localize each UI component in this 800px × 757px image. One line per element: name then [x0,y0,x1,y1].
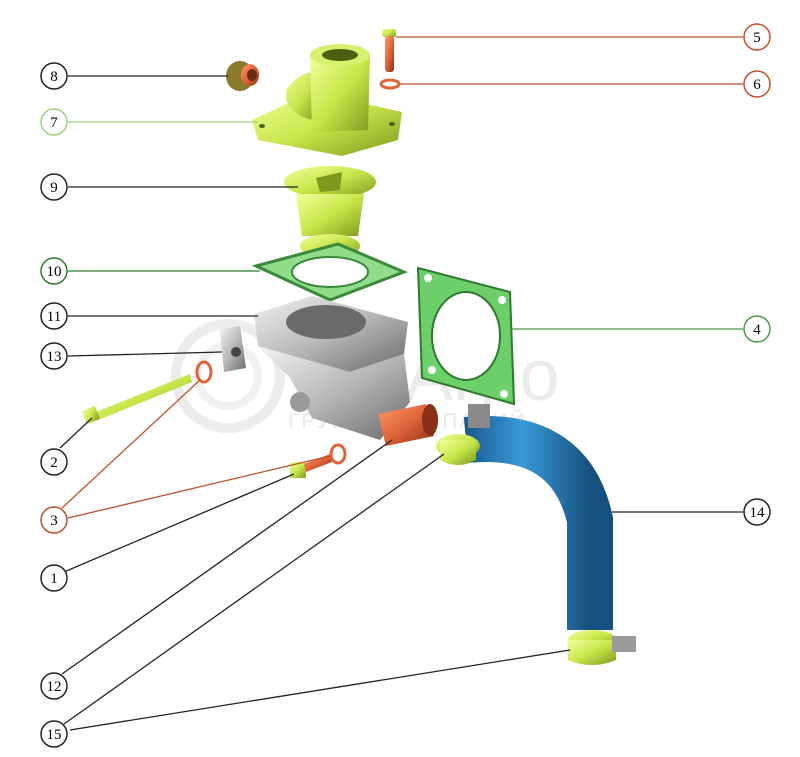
part-bolt-top [382,29,396,72]
svg-text:2: 2 [50,455,58,471]
svg-text:4: 4 [753,322,761,338]
svg-text:8: 8 [50,69,58,85]
svg-text:3: 3 [50,513,58,529]
part-plug [226,61,259,91]
part-gasket-top [251,242,409,302]
callout-7: 7 [40,108,68,136]
leader-2 [59,417,93,449]
part-bracket [220,326,246,372]
callout-12: 12 [40,672,68,700]
svg-text:7: 7 [50,115,58,131]
svg-text:15: 15 [47,727,62,743]
svg-text:10: 10 [47,264,62,280]
leader-12 [61,439,393,675]
leader-15a [63,453,445,725]
callout-3: 3 [40,506,68,534]
leader-13 [67,351,223,357]
svg-text:6: 6 [753,77,761,93]
leader-1 [63,473,295,573]
part-thermostat [284,166,376,258]
svg-text:9: 9 [50,180,58,196]
callout-2: 2 [40,448,68,476]
callout-15: 15 [40,720,68,748]
part-long-bolt [82,374,192,424]
callout-5: 5 [743,23,771,51]
part-thermostat-housing [254,296,410,440]
svg-text:11: 11 [47,309,61,325]
leader-lines [59,36,743,731]
svg-text:14: 14 [750,505,766,521]
leader-3b [67,455,331,519]
callout-6: 6 [743,70,771,98]
svg-text:5: 5 [753,30,761,46]
callout-4: 4 [743,315,771,343]
callout-1: 1 [40,564,68,592]
callout-9: 9 [40,173,68,201]
leader-15b [69,649,571,731]
leader-3a [61,379,201,509]
part-clamp-bottom [568,630,636,665]
part-fitting [378,404,438,446]
svg-text:1: 1 [50,571,58,587]
callout-11: 11 [40,302,68,330]
callout-14: 14 [743,498,771,526]
callout-10: 10 [40,257,68,285]
callout-8: 8 [40,62,68,90]
part-clamp-top [436,404,490,465]
callout-13: 13 [40,342,68,370]
part-washer-top [379,78,401,90]
part-hose [463,416,613,630]
part-washer-bottom [329,443,347,465]
part-flange-gasket [416,266,516,406]
svg-text:13: 13 [47,349,62,365]
part-thermostat-cover [252,44,402,156]
svg-text:12: 12 [47,679,62,695]
part-washer-left [195,360,213,384]
